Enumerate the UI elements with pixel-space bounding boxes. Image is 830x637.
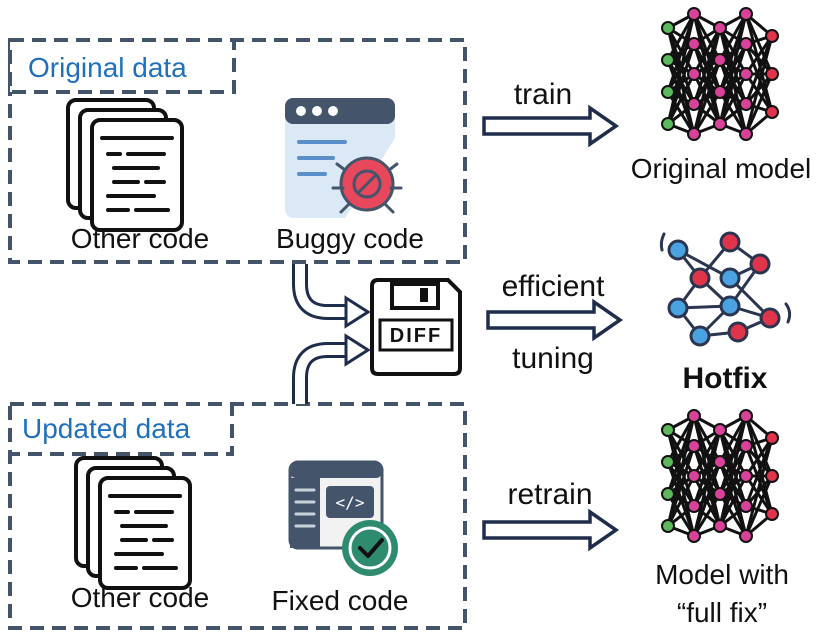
diff-label: DIFF <box>390 325 442 347</box>
updated-data-box: Updated data <box>8 402 467 630</box>
updated-data-title: Updated data <box>22 413 191 444</box>
original-data-title: Original data <box>28 52 187 83</box>
neural-network-icon <box>661 7 779 141</box>
neural-network-icon <box>659 231 792 347</box>
full-fix-label-line1: Model with <box>655 559 789 590</box>
train-label: train <box>514 78 572 111</box>
buggy-to-diff-arrow <box>292 264 371 329</box>
full-fix-label-line2: “full fix” <box>677 597 767 628</box>
buggy-window-icon <box>285 98 403 218</box>
neural-network-icon <box>661 409 779 543</box>
hotfix-label: Hotfix <box>683 362 768 395</box>
fixed-code-window-icon: </> <box>288 460 398 576</box>
efficient-tuning-arrow <box>486 298 624 342</box>
original-model-label: Original model <box>631 153 812 184</box>
svg-text:</>: </> <box>336 493 365 512</box>
fixed-to-diff-arrow <box>292 333 371 404</box>
code-doc-stack-icon <box>74 456 192 590</box>
buggy-code-label: Buggy code <box>276 223 424 254</box>
retrain-label: retrain <box>507 478 592 511</box>
original-other-code-label: Other code <box>71 223 210 254</box>
tuning-label: tuning <box>512 342 594 375</box>
efficient-label: efficient <box>502 270 606 303</box>
code-doc-stack-icon <box>66 98 184 232</box>
diff-floppy-icon: DIFF <box>370 278 462 376</box>
updated-other-code-label: Other code <box>71 582 210 613</box>
retrain-arrow <box>482 508 620 552</box>
train-arrow <box>482 104 620 148</box>
fixed-code-label: Fixed code <box>272 585 409 616</box>
original-data-box: Original data <box>8 38 467 264</box>
